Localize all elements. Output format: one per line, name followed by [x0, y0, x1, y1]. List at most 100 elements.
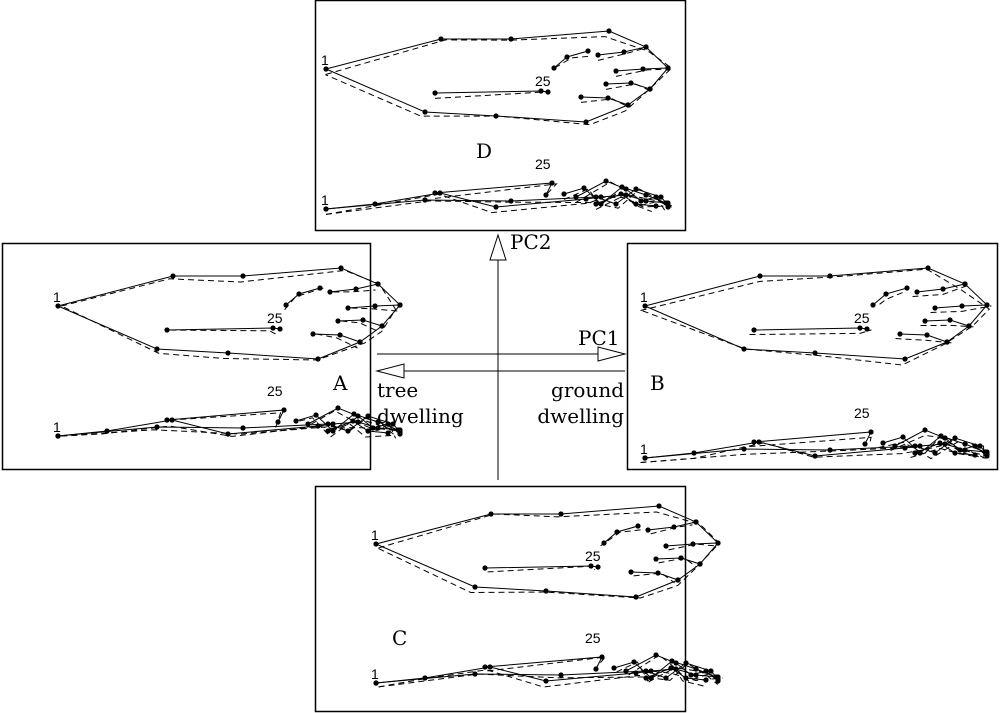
landmark-point — [621, 49, 627, 55]
landmark-point — [365, 428, 371, 434]
landmark-point — [678, 555, 684, 561]
landmark-point — [658, 194, 664, 200]
landmark-point — [154, 346, 160, 352]
side-view-line — [894, 429, 988, 457]
landmark-point — [628, 569, 634, 575]
landmark-point — [640, 66, 646, 72]
landmark-point — [55, 303, 61, 309]
landmark-point — [325, 428, 331, 434]
landmark-point — [372, 201, 378, 207]
landmark-point — [270, 325, 276, 331]
landmark-point — [606, 28, 612, 34]
landmark-point — [573, 194, 579, 200]
side-landmark-1-label: 1 — [321, 192, 329, 208]
pc2-label: PC2 — [510, 230, 551, 254]
landmark-point — [593, 201, 599, 207]
mean-side-dashed — [434, 183, 558, 199]
landmark-point — [642, 455, 648, 461]
mean-digit-dashed — [341, 320, 380, 333]
landmark-1-label: 1 — [371, 527, 379, 543]
landmark-point — [379, 323, 385, 329]
pc1-left-arrowhead-icon — [375, 363, 405, 379]
landmark-point — [984, 302, 990, 308]
landmark-point — [508, 198, 514, 204]
mean-digit-dashed — [351, 307, 398, 312]
landmark-point — [625, 102, 631, 108]
landmark-point — [643, 675, 649, 681]
top-view-outline — [644, 267, 988, 360]
landmark-point — [372, 303, 378, 309]
landmark-point — [283, 302, 289, 308]
landmark-point — [296, 291, 302, 297]
mean-side-dashed — [878, 436, 988, 457]
landmark-point — [375, 281, 381, 287]
landmark-point — [345, 428, 351, 434]
side-view-line — [295, 413, 399, 432]
side-view-line — [563, 186, 667, 205]
landmark-point — [313, 412, 319, 418]
mean-outline-dashed — [325, 36, 673, 126]
landmark-point — [925, 265, 931, 271]
landmark-point — [385, 430, 391, 436]
landmark-point — [665, 65, 671, 71]
mean-digit-dashed — [668, 543, 715, 551]
landmark-point — [643, 44, 649, 50]
landmark-point — [357, 339, 363, 345]
landmark-point — [947, 317, 953, 323]
top-view-outline — [325, 30, 669, 123]
landmark-point — [350, 418, 356, 424]
landmark-point — [588, 563, 594, 569]
landmark-point — [438, 36, 444, 42]
landmark-point — [932, 305, 938, 311]
landmark-point — [932, 450, 938, 456]
landmark-point — [880, 440, 886, 446]
landmark-point — [688, 672, 694, 678]
landmark-point — [538, 88, 544, 94]
landmark-point — [482, 565, 488, 571]
landmark-point — [338, 265, 344, 271]
landmark-point — [883, 291, 889, 297]
mean-digit-dashed — [597, 47, 645, 61]
side-landmark-1-label: 1 — [640, 441, 648, 457]
landmark-point — [633, 594, 639, 600]
landmark-point — [812, 453, 818, 459]
landmark-point — [962, 281, 968, 287]
landmark-point — [360, 317, 366, 323]
side-view-line — [882, 435, 986, 454]
mean-digit-dashed — [877, 292, 903, 307]
side-view-line — [625, 654, 719, 682]
landmark-point — [583, 119, 589, 125]
landmark-point — [693, 519, 699, 525]
landmark-point — [902, 356, 908, 362]
landmark-point — [914, 289, 920, 295]
landmark-point — [593, 666, 599, 672]
landmark-point — [683, 660, 689, 666]
side-landmark-1-label: 1 — [53, 419, 61, 435]
side-landmark-25-label: 25 — [535, 156, 551, 172]
mean-side-dashed — [325, 193, 672, 215]
landmark-point — [275, 419, 281, 425]
landmark-point — [365, 413, 371, 419]
landmark-point — [984, 453, 990, 459]
landmark-point — [543, 192, 549, 198]
landmark-point — [897, 331, 903, 337]
landmark-point — [337, 332, 343, 338]
landmark-point — [432, 190, 438, 196]
landmark-point — [633, 186, 639, 192]
landmark-point — [240, 273, 246, 279]
landmark-point — [327, 289, 333, 295]
landmark-point — [977, 443, 983, 449]
landmark-point — [668, 665, 674, 671]
mean-digit-dashed — [615, 68, 667, 77]
landmark-point — [628, 80, 634, 86]
landmark-point — [653, 194, 659, 200]
landmark-point — [603, 81, 609, 87]
landmark-point — [645, 527, 651, 533]
landmark-point — [715, 678, 721, 684]
landmark-point — [345, 305, 351, 311]
panel-letter: D — [476, 139, 492, 163]
